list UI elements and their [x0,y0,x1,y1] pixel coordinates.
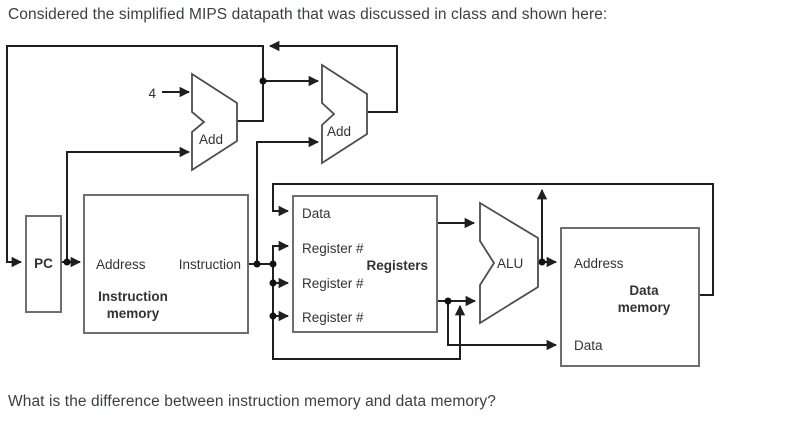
registers-name: Registers [366,258,428,273]
instruction-memory-name: Instruction memory [98,289,168,321]
data-memory-box: Address Data memory Data [560,227,700,367]
registers-box: Data Register # Registers Register # Reg… [292,195,438,333]
wire-write-data-to-data-memory [447,301,558,351]
pc-label: PC [34,256,53,271]
junction-dot [269,279,277,287]
junction-dot [269,260,277,268]
registers-register-number-1-label: Register # [302,241,364,256]
wires [6,40,714,360]
junction-dot [253,260,261,268]
data-memory-address-label: Address [574,256,624,271]
pc-increment-adder-shape [191,72,238,172]
branch-adder-label: Add [327,124,351,139]
junction-dot [63,258,71,266]
wire-pc-feedback-loop [6,45,264,268]
data-memory-data-label: Data [574,338,603,353]
registers-write-data-label: Data [302,206,331,221]
registers-register-number-2-label: Register # [302,276,364,291]
branch-adder-shape [321,63,368,165]
pc-box: PC [25,215,62,313]
data-memory-name: Data memory [617,283,671,315]
wire-instruction-to-branch-adder [256,136,320,264]
wire-pc-to-adder1 [66,146,191,262]
instruction-memory-box: Address Instruction Instruction memory [83,194,249,334]
intro-text: Considered the simplified MIPS datapath … [8,6,608,23]
pc-increment-adder-label: Add [199,132,223,147]
wire-branch-adder-output-loop [268,40,398,113]
instruction-memory-output-label: Instruction [178,257,241,272]
alu-label: ALU [497,256,523,271]
wire-register-number-1 [272,240,290,264]
wire-immediate-to-alu-merge [272,264,466,360]
junction-dot [444,297,452,305]
junction-dot [538,258,546,266]
alu-shape [479,201,539,325]
junction-dot [259,77,267,85]
instruction-memory-address-label: Address [96,257,146,272]
wire-junction-dots [63,77,546,320]
constant-4-label: 4 [148,86,156,101]
registers-register-number-3-label: Register # [302,310,364,325]
question-text: What is the difference between instructi… [8,393,496,410]
wire-data-memory-output-loop [272,183,714,296]
junction-dot [269,312,277,320]
